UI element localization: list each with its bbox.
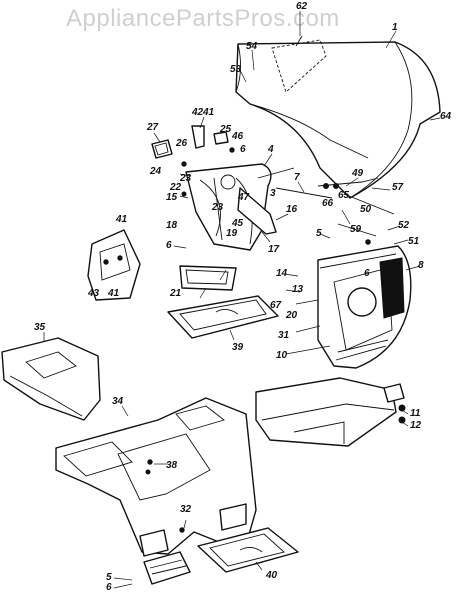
- callout-label-14: 14: [276, 268, 288, 279]
- callout-label-6c: 6: [364, 268, 370, 279]
- bracket-part-21: [179, 265, 237, 291]
- dash-bracket-assembly: [185, 163, 277, 251]
- bar-part: [257, 167, 295, 179]
- callout-label-16: 16: [286, 204, 298, 215]
- callout-label-59: 59: [350, 224, 362, 235]
- callout-label-45: 45: [231, 218, 244, 229]
- callout-label-6d: 6: [106, 582, 112, 593]
- callout-label-23b: 23: [211, 202, 224, 213]
- dash-small-parts: [151, 125, 235, 197]
- callout-label-18: 18: [166, 220, 178, 231]
- callout-label-43: 43: [87, 288, 100, 299]
- callout-label-32: 32: [180, 504, 192, 515]
- callout-label-39: 39: [232, 342, 244, 353]
- callout-label-64: 64: [440, 111, 452, 122]
- callout-label-51: 51: [408, 236, 420, 247]
- callout-label-31: 31: [278, 330, 290, 341]
- callout-label-8: 8: [418, 260, 424, 271]
- callout-label-27: 27: [146, 122, 159, 133]
- callout-label-19: 19: [226, 228, 238, 239]
- footrest-plate-39: [167, 295, 279, 339]
- fender-part-35: [1, 337, 101, 421]
- side-bracket-41: [87, 229, 141, 301]
- callout-label-62: 62: [296, 1, 308, 12]
- callout-leaders: [43, 11, 441, 589]
- step-part: [143, 527, 191, 585]
- callout-label-15: 15: [166, 192, 178, 203]
- callout-label-4: 4: [267, 144, 274, 155]
- callout-label-6b: 6: [166, 240, 172, 251]
- hood-hinge-parts: [317, 177, 395, 245]
- callout-label-23a: 23: [179, 173, 192, 184]
- floor-mat-40: [197, 527, 299, 573]
- callout-label-11: 11: [410, 408, 421, 419]
- callout-label-47: 47: [237, 192, 250, 203]
- callout-label-54: 54: [246, 41, 258, 52]
- callout-label-6a: 6: [240, 144, 246, 155]
- callout-label-41c: 41: [107, 288, 120, 299]
- callout-label-24: 24: [149, 166, 162, 177]
- callout-label-25: 25: [219, 124, 232, 135]
- callout-label-35: 35: [34, 322, 46, 333]
- callout-label-57: 57: [392, 182, 404, 193]
- callout-label-38: 38: [166, 460, 178, 471]
- callout-label-53: 53: [230, 64, 242, 75]
- callout-label-22: 22: [169, 182, 182, 193]
- callout-label-3: 3: [270, 188, 276, 199]
- callout-label-13: 13: [292, 284, 304, 295]
- callout-label-20: 20: [285, 310, 298, 321]
- callout-label-41b: 41: [115, 214, 128, 225]
- callout-label-5a: 5: [316, 228, 322, 239]
- callout-label-50: 50: [360, 204, 372, 215]
- watermark-text: AppliancePartsPros.com: [66, 5, 340, 32]
- rod-part: [275, 187, 333, 199]
- callout-label-42: 42: [191, 107, 204, 118]
- callout-label-1: 1: [392, 22, 398, 33]
- frame-assembly: [255, 377, 406, 447]
- callout-label-52: 52: [398, 220, 410, 231]
- callout-label-46: 46: [231, 131, 244, 142]
- callout-label-49: 49: [351, 168, 364, 179]
- callout-label-41a: 41: [202, 107, 215, 118]
- hood-part: [235, 35, 441, 199]
- callout-label-65: 65: [338, 190, 350, 201]
- callout-label-21: 21: [169, 288, 182, 299]
- callout-label-67: 67: [270, 300, 282, 311]
- body-part-34: [55, 397, 257, 557]
- callout-label-5b: 5: [106, 572, 112, 583]
- callout-label-10: 10: [276, 350, 288, 361]
- callout-label-26: 26: [175, 138, 188, 149]
- callout-label-40: 40: [265, 570, 278, 581]
- callout-label-12: 12: [410, 420, 422, 431]
- grille-housing: [317, 245, 412, 369]
- callout-label-66: 66: [322, 198, 334, 209]
- callout-label-34: 34: [112, 396, 124, 407]
- callout-label-7: 7: [294, 172, 300, 183]
- callout-label-17: 17: [268, 244, 280, 255]
